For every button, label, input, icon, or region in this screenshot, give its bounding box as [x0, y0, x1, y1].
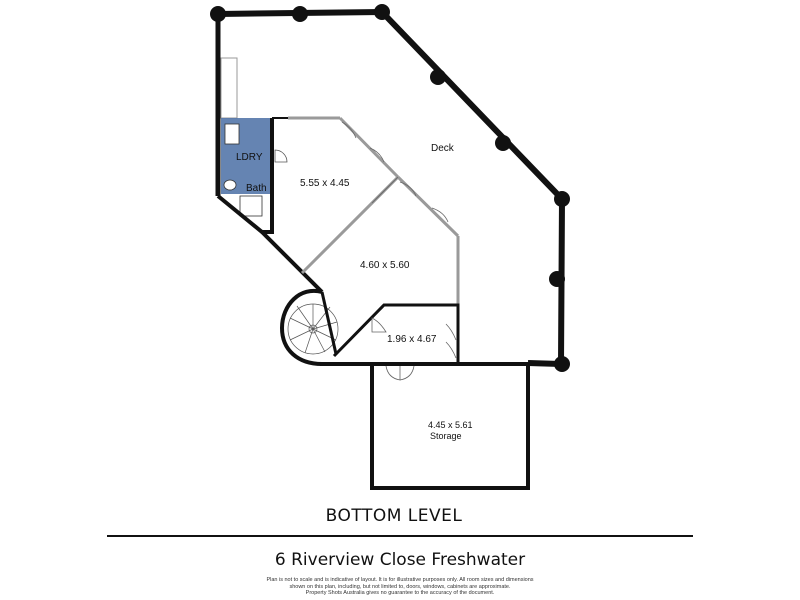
disclaimer: Plan is not to scale and is indicative o… — [240, 577, 560, 597]
disclaimer-line: Property Shots Australia gives no guaran… — [305, 590, 495, 596]
storage-room — [370, 362, 530, 490]
small-room-dims: 1.96 x 4.67 — [387, 334, 437, 345]
small-room-doors — [371, 317, 457, 359]
storage-doors — [385, 365, 415, 381]
bath-label: Bath — [246, 183, 267, 194]
property-address: 6 Riverview Close Freshwater — [274, 550, 526, 570]
disclaimer-line: Plan is not to scale and is indicative o… — [266, 577, 534, 583]
stair-wall — [279, 288, 323, 366]
deck-cabinet — [220, 57, 238, 119]
disclaimer-line: shown on this plan, including, but not l… — [289, 583, 511, 590]
door-swings — [341, 121, 449, 223]
divider-line — [107, 535, 693, 537]
laundry-label: LDRY — [236, 152, 263, 163]
storage-name: Storage — [430, 431, 462, 441]
level-title: BOTTOM LEVEL — [325, 506, 463, 526]
diagonal-wall-sw — [260, 230, 324, 294]
main-room-dims: 5.55 x 4.45 — [300, 178, 350, 189]
small-room-walls — [332, 303, 460, 364]
deck-posts — [210, 4, 570, 372]
wet-area — [221, 118, 288, 217]
stair-east-wall — [320, 291, 338, 355]
interior-west-wall — [216, 118, 274, 234]
deck-label: Deck — [431, 143, 455, 154]
storage-dims: 4.45 x 5.61 — [428, 420, 473, 430]
middle-room-dims: 4.60 x 5.60 — [360, 260, 410, 271]
